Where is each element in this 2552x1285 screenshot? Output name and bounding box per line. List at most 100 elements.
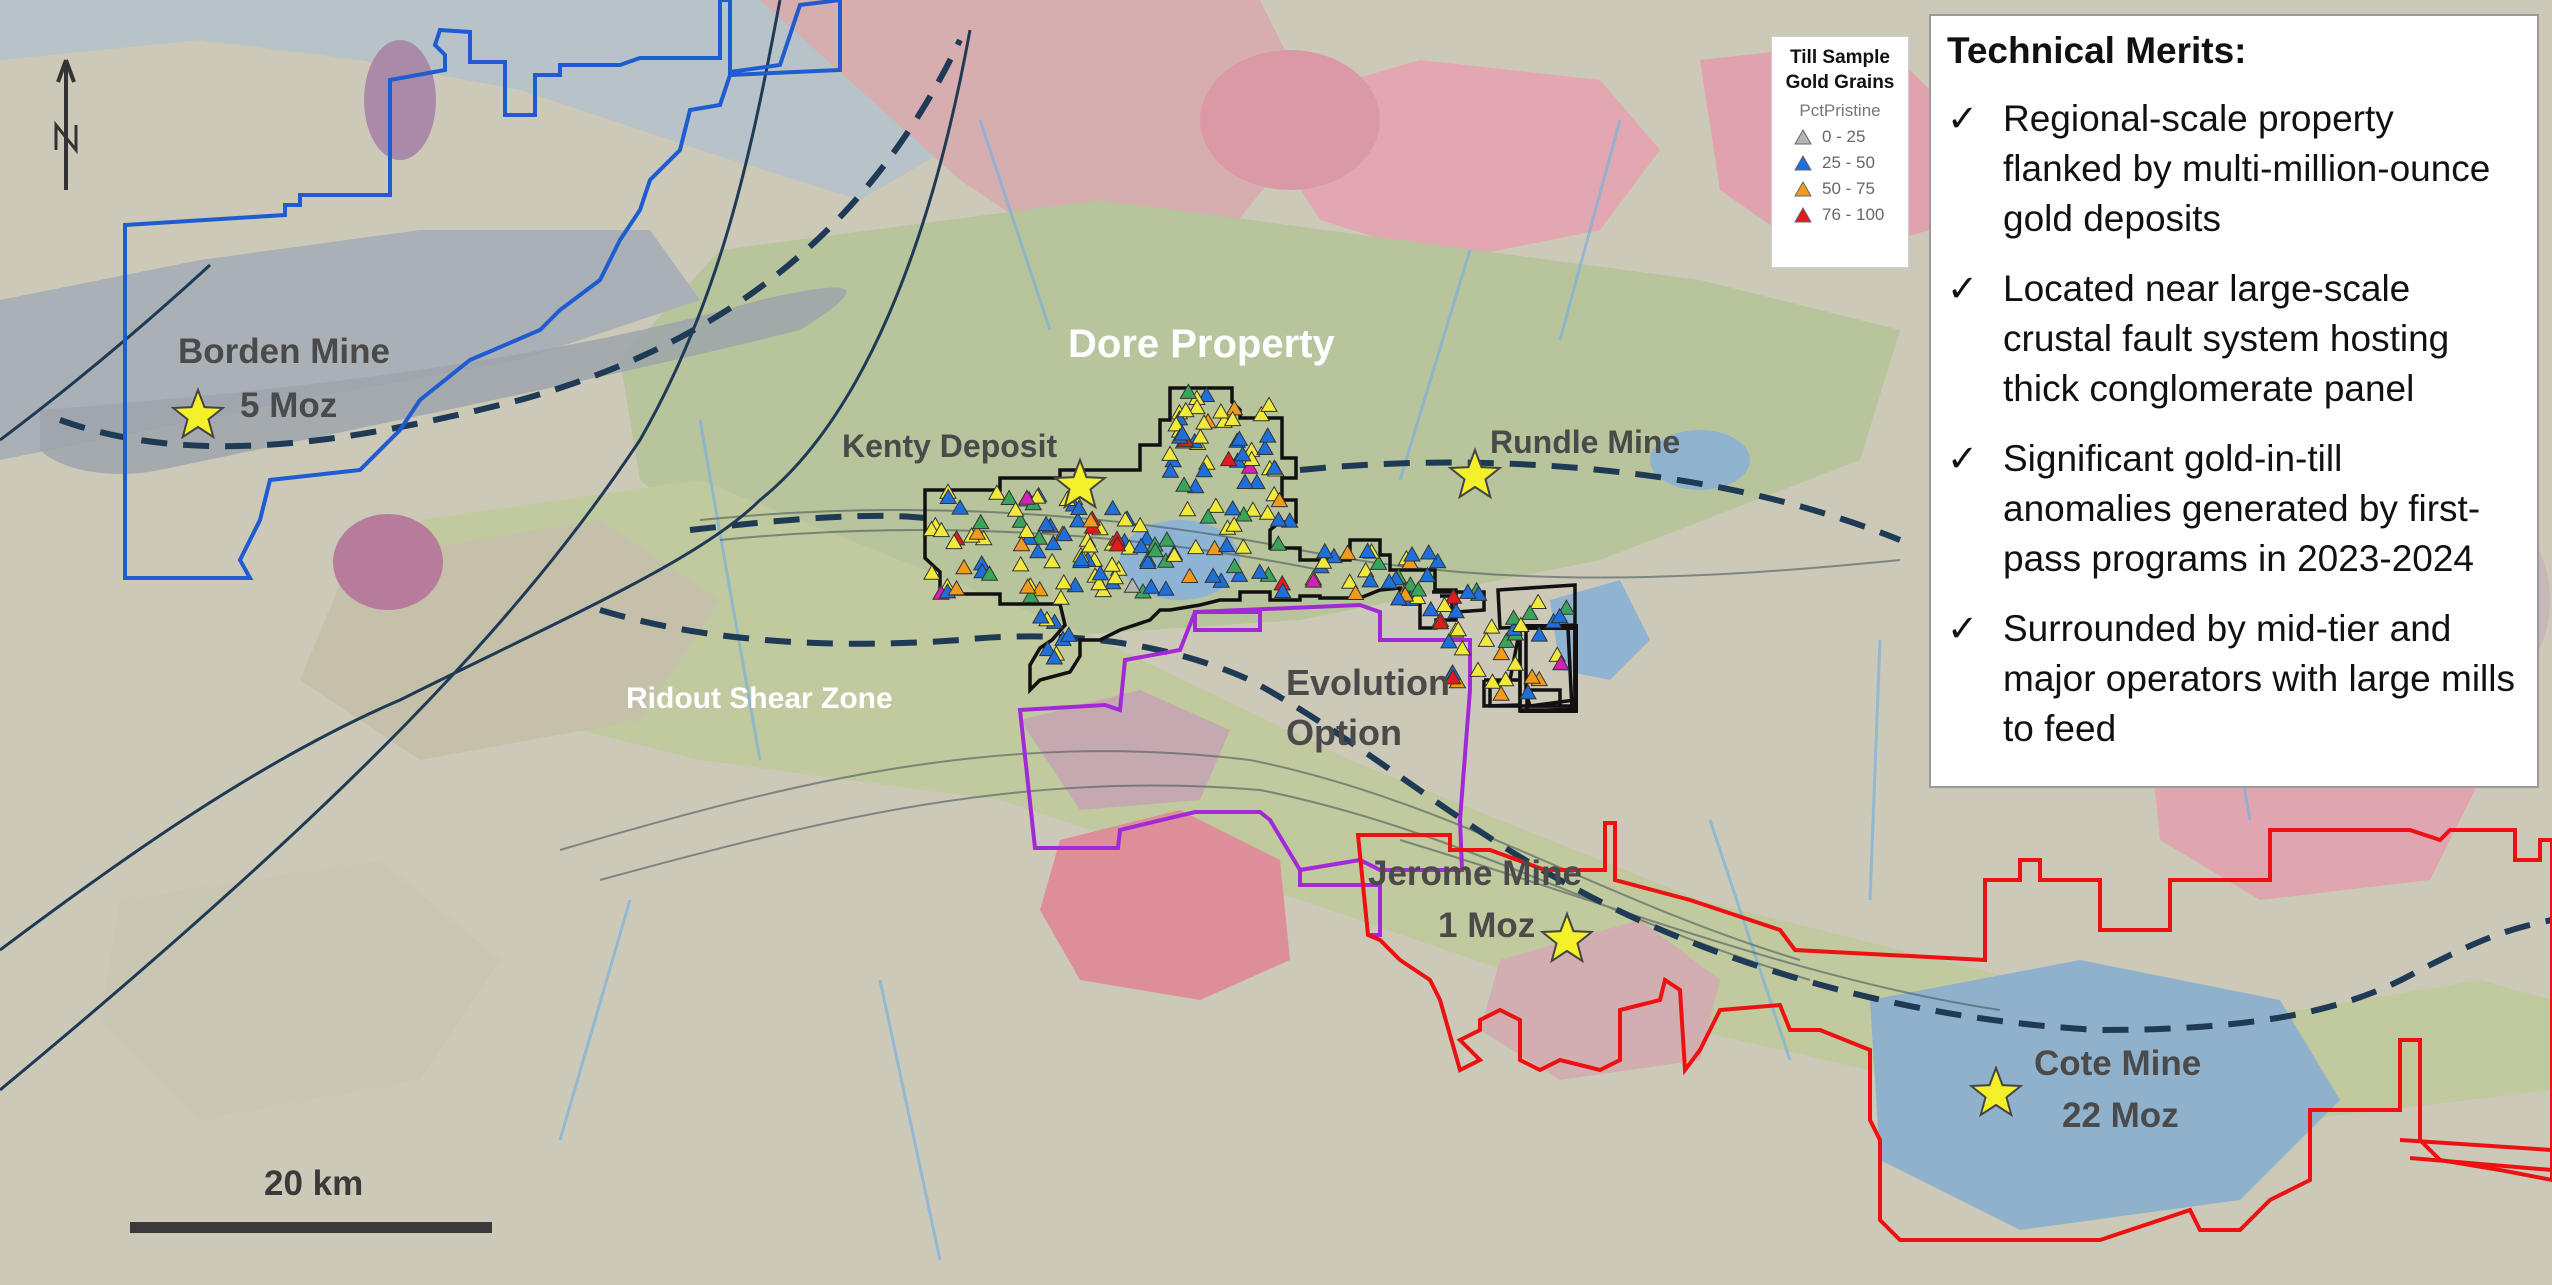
- triangle-icon: [1794, 207, 1812, 223]
- sample-triangle-icon: [1180, 567, 1199, 583]
- sample-triangle-icon: [1132, 537, 1150, 554]
- sample-triangle-icon: [971, 513, 990, 530]
- sample-triangle-icon: [1552, 654, 1570, 671]
- sample-triangle-icon: [1006, 501, 1025, 517]
- jerome-mine-size: 1 Moz: [1438, 906, 1536, 945]
- sample-triangle-icon: [1492, 685, 1510, 701]
- sample-triangle-icon: [1557, 599, 1576, 615]
- sample-triangle-icon: [1142, 578, 1161, 594]
- sample-triangle-icon: [1428, 552, 1447, 569]
- sample-triangle-icon: [1380, 573, 1399, 589]
- sample-triangle-icon: [1173, 424, 1192, 441]
- sample-triangle-icon: [1223, 410, 1242, 427]
- mine-star-icon: [1447, 447, 1503, 500]
- sample-triangle-icon: [1195, 414, 1213, 430]
- sample-triangle-icon: [1252, 405, 1271, 422]
- sample-triangle-icon: [1431, 613, 1450, 630]
- sample-triangle-icon: [1043, 552, 1061, 569]
- sample-triangle-icon: [1401, 576, 1420, 592]
- merit-item: ✓Located near large-scale crustal fault …: [1947, 264, 2521, 414]
- sample-triangle-icon: [1338, 544, 1357, 560]
- legend-item-label: 50 - 75: [1822, 179, 1875, 198]
- sample-triangle-icon: [1409, 580, 1428, 597]
- sample-triangle-icon: [1225, 516, 1243, 532]
- sample-triangle-icon: [1506, 655, 1525, 671]
- scale-bar-label: 20 km: [264, 1164, 364, 1203]
- sample-triangle-icon: [1108, 535, 1127, 552]
- sample-triangle-icon: [1512, 616, 1530, 632]
- sample-triangle-icon: [1260, 396, 1278, 412]
- sample-triangle-icon: [1250, 563, 1269, 579]
- sample-triangle-icon: [1059, 626, 1078, 642]
- merits-list: ✓Regional-scale property flanked by mult…: [1947, 94, 2521, 754]
- merit-text: Regional-scale property flanked by multi…: [2003, 98, 2491, 239]
- dore-property-label: Dore Property: [1068, 322, 1335, 366]
- sample-triangle-icon: [955, 558, 973, 575]
- sample-triangle-icon: [1403, 545, 1421, 562]
- sample-triangle-icon: [1188, 398, 1206, 415]
- sample-triangle-icon: [1161, 462, 1180, 478]
- sample-triangle-icon: [1018, 578, 1037, 594]
- sample-triangle-icon: [1504, 609, 1523, 625]
- sample-triangle-icon: [1018, 489, 1036, 505]
- triangle-icon: [1794, 181, 1812, 197]
- sample-triangle-icon: [1161, 445, 1179, 461]
- sample-triangle-icon: [1269, 511, 1288, 527]
- sample-triangle-icon: [1017, 522, 1036, 538]
- sample-triangle-icon: [1230, 566, 1249, 582]
- sample-triangle-icon: [1212, 402, 1230, 419]
- sample-triangle-icon: [1012, 535, 1031, 552]
- sample-triangle-icon: [1270, 491, 1289, 508]
- sample-triangle-icon: [1346, 584, 1365, 600]
- legend: Till Sample Gold Grains PctPristine 0 - …: [1771, 36, 1909, 268]
- sample-triangle-icon: [1440, 632, 1458, 649]
- cote-mine-label: Cote Mine: [2034, 1044, 2202, 1083]
- sample-triangle-icon: [1265, 459, 1284, 475]
- sample-triangle-icon: [1223, 499, 1242, 516]
- sample-triangle-icon: [1052, 589, 1070, 605]
- sample-triangle-icon: [1199, 508, 1218, 524]
- sample-triangle-icon: [1022, 587, 1040, 603]
- sample-triangle-icon: [1106, 568, 1125, 585]
- sample-triangle-icon: [945, 533, 963, 550]
- sample-triangle-icon: [1492, 644, 1511, 661]
- sample-triangle-icon: [1483, 673, 1502, 689]
- sample-triangle-icon: [1435, 596, 1454, 612]
- cote-mine-size: 22 Moz: [2062, 1096, 2179, 1135]
- merit-item: ✓Significant gold-in-till anomalies gene…: [1947, 434, 2521, 584]
- sample-triangle-icon: [1361, 571, 1380, 588]
- sample-triangle-icon: [1204, 567, 1222, 583]
- sample-triangle-icon: [968, 524, 987, 540]
- sample-triangle-icon: [1236, 473, 1254, 489]
- sample-triangle-icon: [1175, 476, 1193, 492]
- sample-triangle-icon: [1444, 668, 1462, 685]
- sample-triangle-icon: [1178, 500, 1197, 517]
- sample-triangle-icon: [1029, 542, 1047, 559]
- sample-triangle-icon: [1038, 640, 1057, 657]
- borden-mine-size: 5 Moz: [240, 386, 338, 425]
- merit-text: Surrounded by mid-tier and major operato…: [2003, 608, 2516, 749]
- sample-triangle-icon: [1103, 556, 1121, 572]
- sample-triangle-icon: [1207, 497, 1225, 513]
- triangle-icon: [1794, 155, 1812, 171]
- mine-stars: [170, 387, 2024, 1118]
- sample-triangle-icon: [1186, 538, 1205, 555]
- borden-mine-label: Borden Mine: [178, 332, 390, 371]
- sample-triangle-icon: [1234, 538, 1253, 554]
- sample-triangle-icon: [1157, 580, 1175, 596]
- sample-triangle-icon: [1244, 501, 1262, 517]
- sample-triangle-icon: [1477, 631, 1496, 647]
- sample-triangle-icon: [1458, 583, 1477, 599]
- sample-triangle-icon: [1273, 582, 1292, 598]
- sample-triangle-icon: [1421, 600, 1440, 617]
- sample-triangle-icon: [1037, 515, 1055, 532]
- merit-item: ✓Regional-scale property flanked by mult…: [1947, 94, 2521, 244]
- sample-triangle-icon: [1521, 604, 1539, 620]
- jerome-mine-label: Jerome Mine: [1368, 854, 1582, 893]
- sample-triangle-icon: [1469, 661, 1487, 677]
- sample-triangle-icon: [1258, 504, 1277, 520]
- sample-triangle-icon: [1280, 512, 1299, 528]
- sample-triangle-icon: [1389, 589, 1408, 606]
- sample-triangle-icon: [1191, 428, 1210, 444]
- sample-triangle-icon: [1123, 577, 1142, 593]
